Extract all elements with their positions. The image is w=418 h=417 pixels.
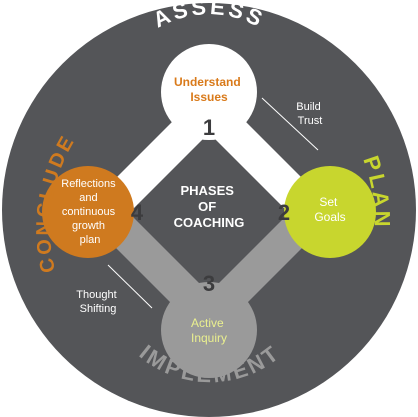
phase-4-circle (42, 166, 134, 258)
phase-3-number: 3 (203, 271, 215, 296)
segment-assess-conclude (105, 109, 209, 213)
center-title: PHASES OF COACHING (174, 183, 245, 230)
build-trust-connector (261, 97, 319, 151)
phase-2-number: 2 (278, 200, 290, 225)
phase-3-label: Active Inquiry (191, 316, 227, 345)
phase-4-number: 4 (131, 200, 144, 225)
phase-2-label: Set Goals (314, 195, 345, 224)
thought-shifting-note: Thought Shifting (76, 289, 119, 315)
phase-3-circle (161, 282, 257, 378)
phase-1-number: 1 (203, 115, 215, 140)
phase-2-circle (284, 166, 376, 258)
phase-1-circle (161, 44, 257, 140)
segment-assess-plan (209, 109, 313, 213)
build-trust-note: Build Trust (296, 101, 324, 127)
thought-shifting-connector (107, 264, 153, 309)
background-circle (2, 3, 416, 417)
phase-1-label: Understand Issues (174, 75, 244, 104)
phase-4-label: Reflections and continuous growth plan (61, 178, 118, 246)
